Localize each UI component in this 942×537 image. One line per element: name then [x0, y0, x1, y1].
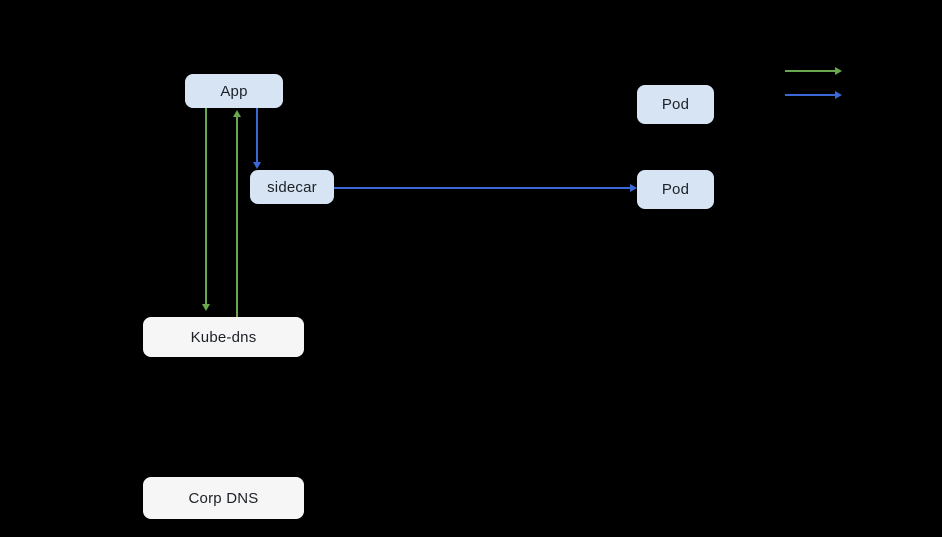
arrow-right-icon — [835, 67, 842, 75]
node-label: Pod — [661, 96, 690, 113]
arrow-down-icon — [253, 162, 261, 169]
legend-line — [785, 94, 835, 96]
arrow-right-icon — [835, 91, 842, 99]
node-label: Corp DNS — [188, 489, 259, 507]
legend-line — [785, 70, 835, 72]
arrow-up-icon — [233, 110, 241, 117]
edge-line — [256, 107, 258, 162]
node-sidecar: sidecar — [250, 170, 334, 204]
edge-line — [334, 187, 630, 189]
node-corp-dns: Corp DNS — [143, 477, 304, 519]
edge-line — [205, 107, 207, 304]
edge-line — [236, 117, 238, 317]
node-pod-top: Pod — [637, 85, 714, 124]
node-pod-bottom: Pod — [637, 170, 714, 209]
node-label: App — [220, 82, 248, 100]
node-app: App — [185, 74, 283, 108]
node-label: Pod — [661, 181, 690, 198]
arrow-down-icon — [202, 304, 210, 311]
arrow-right-icon — [630, 184, 637, 192]
node-label: Kube-dns — [190, 328, 257, 346]
node-label: sidecar — [267, 178, 317, 196]
node-kube-dns: Kube-dns — [143, 317, 304, 357]
